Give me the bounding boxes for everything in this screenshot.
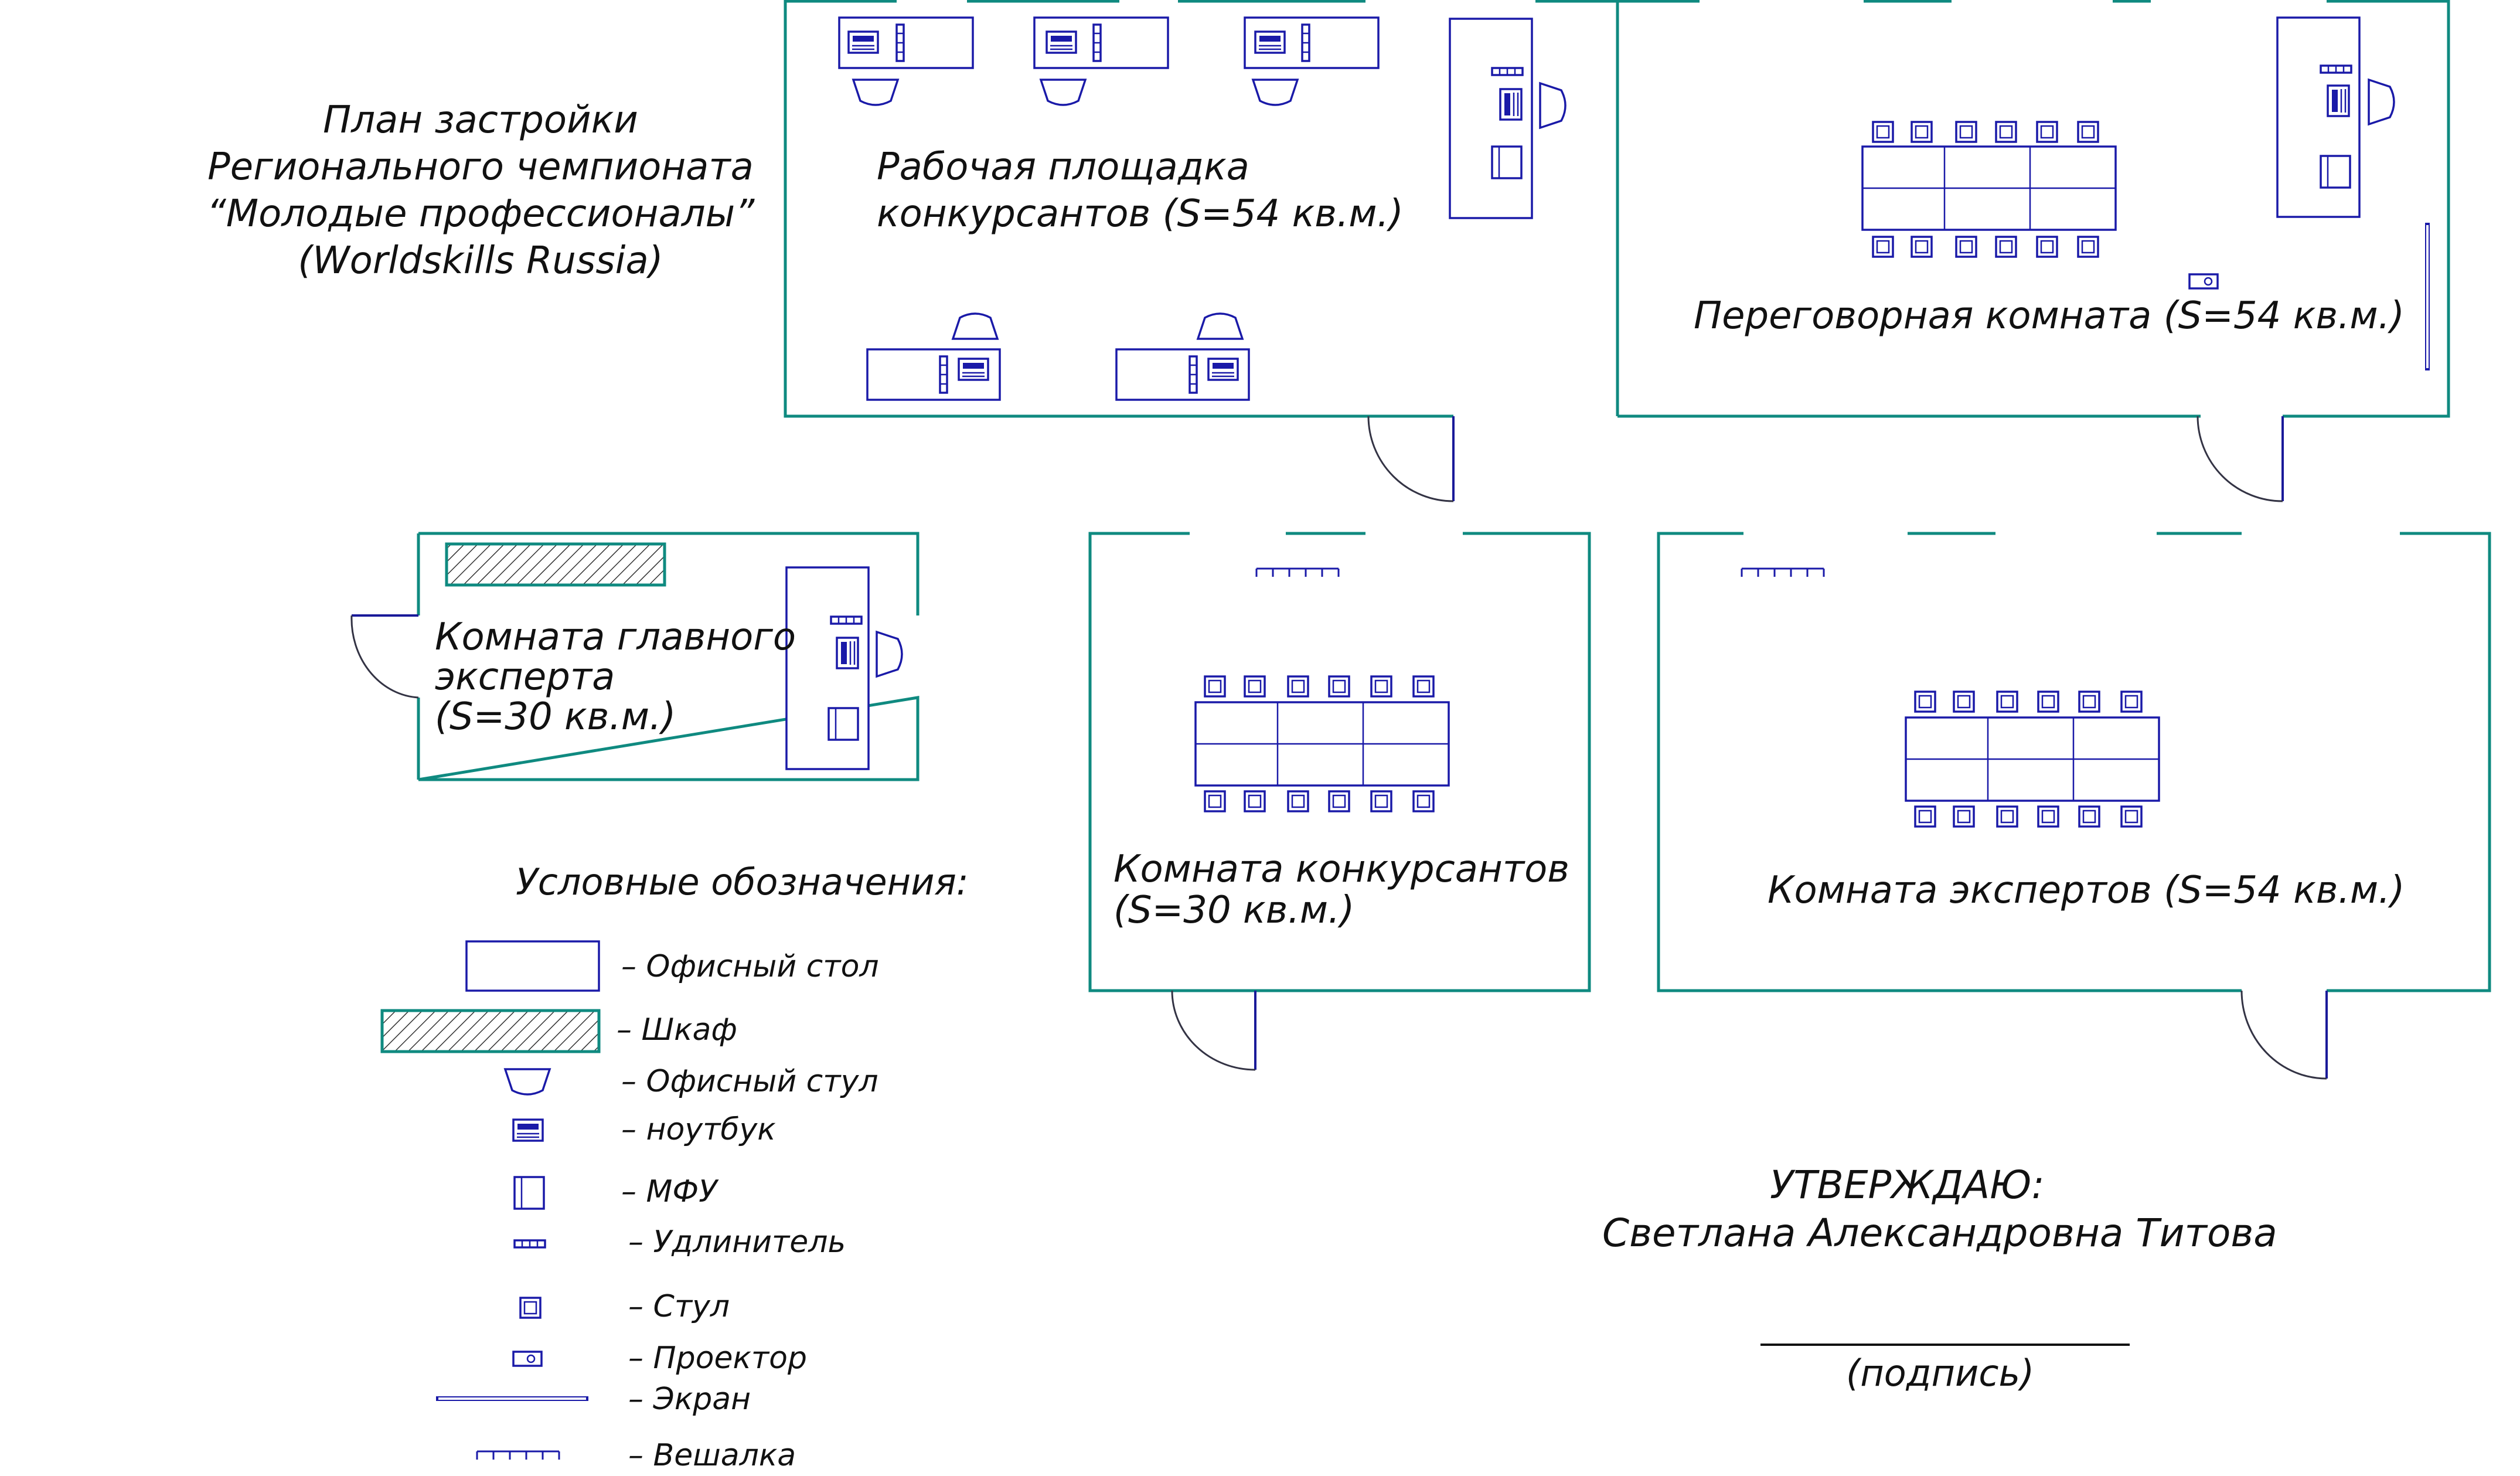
room-workspace: Рабочая площадка конкурсантов (S=54 кв.м… <box>784 0 1619 502</box>
room-walls <box>417 532 920 781</box>
cabinet <box>445 542 666 587</box>
legend-label: – Офисный стул <box>621 1064 878 1099</box>
office-desk <box>1244 16 1380 106</box>
room-walls <box>1088 532 1591 992</box>
room-meeting: Переговорная комната (S=54 кв.м.) <box>1617 0 2450 502</box>
chair-row <box>1872 121 2099 143</box>
office-desk <box>2276 16 2395 218</box>
legend: Условные обозначения: – Офисный стол – Ш… <box>380 861 969 1473</box>
svg-text:(S=30 кв.м.): (S=30 кв.м.) <box>1113 889 1354 932</box>
screen-icon <box>436 1396 588 1401</box>
legend-label: – Офисный стол <box>621 949 879 984</box>
room-walls <box>784 0 1619 418</box>
legend-label: – ноутбук <box>621 1112 776 1147</box>
svg-text:(S=30 кв.м.): (S=30 кв.м.) <box>435 695 676 739</box>
door[interactable] <box>2197 416 2284 502</box>
approval-name: Светлана Александровна Титова <box>1602 1210 2277 1256</box>
coat-rack <box>1255 567 1340 578</box>
chair-icon <box>519 1297 542 1319</box>
legend-label: – Удлинитель <box>628 1225 846 1260</box>
legend-heading: Условные обозначения: <box>516 861 969 903</box>
door[interactable] <box>1171 990 1256 1071</box>
plan-title-line-3: “Молодые профессионалы” <box>207 192 755 236</box>
approval-block: УТВЕРЖДАЮ: Светлана Александровна Титова… <box>1602 1162 2277 1395</box>
mfp-icon <box>513 1176 545 1210</box>
legend-label: – Шкаф <box>617 1012 737 1048</box>
plan-title-line-4: (Worldskills Russia) <box>298 239 663 283</box>
svg-text:Рабочая площадка: Рабочая площадка <box>877 145 1249 189</box>
projector-icon <box>512 1351 543 1367</box>
svg-text:Комната экспертов (S=54 кв.м.): Комната экспертов (S=54 кв.м.) <box>1768 869 2405 912</box>
plan-title-line-2: Регионального чемпионата <box>207 145 754 189</box>
svg-text:Переговорная комната (S=54 кв.: Переговорная комната (S=54 кв.м.) <box>1694 294 2405 338</box>
legend-label: – Экран <box>628 1382 751 1417</box>
svg-text:эксперта: эксперта <box>435 655 615 699</box>
office-desk <box>1449 18 1567 219</box>
door[interactable] <box>1367 416 1455 502</box>
room-competitors: Комната конкурсантов (S=30 кв.м.) <box>1088 532 1591 1071</box>
office-desk-icon <box>465 940 600 992</box>
legend-label: – Проектор <box>628 1341 807 1376</box>
projector <box>2188 273 2219 290</box>
meeting-table <box>1861 145 2117 231</box>
door[interactable] <box>350 614 419 699</box>
room-label: Комната главного эксперта (S=30 кв.м.) <box>435 615 796 739</box>
room-walls <box>1657 532 2491 992</box>
office-desk <box>1033 16 1169 106</box>
coat-rack-icon <box>476 1450 560 1461</box>
room-label: Комната конкурсантов (S=30 кв.м.) <box>1113 848 1569 932</box>
room-label: Переговорная комната (S=54 кв.м.) <box>1694 294 2405 338</box>
room-chief-expert: Комната главного эксперта (S=30 кв.м.) <box>350 532 920 781</box>
plan-title: План застройки Регионального чемпионата … <box>207 98 755 283</box>
room-label: Рабочая площадка конкурсантов (S=54 кв.м… <box>877 145 1404 236</box>
laptop-icon <box>512 1118 544 1142</box>
chair-row <box>1204 675 1435 698</box>
projection-screen <box>2425 223 2430 370</box>
office-desk <box>866 312 1001 401</box>
legend-label: – Стул <box>628 1289 730 1324</box>
room-experts: Комната экспертов (S=54 кв.м.) <box>1657 532 2491 1080</box>
chair-row <box>1914 691 2143 713</box>
signature-caption: (подпись) <box>1846 1352 2034 1395</box>
meeting-table <box>1194 701 1450 787</box>
legend-label: – Вешалка <box>628 1438 796 1473</box>
office-desk <box>838 16 974 106</box>
legend-label: – МФУ <box>621 1174 719 1209</box>
room-walls <box>1617 0 2450 418</box>
cabinet-icon <box>380 1009 601 1053</box>
door[interactable] <box>2240 990 2328 1080</box>
chair-row <box>1204 790 1435 812</box>
office-desk <box>1115 312 1250 401</box>
svg-text:Комната главного: Комната главного <box>435 615 796 659</box>
office-desk <box>785 566 903 770</box>
chair-row <box>1872 236 2099 258</box>
svg-text:Комната конкурсантов: Комната конкурсантов <box>1113 848 1569 891</box>
meeting-table <box>1905 716 2160 802</box>
chair-row <box>1914 805 2143 828</box>
office-chair-icon <box>504 1068 551 1096</box>
svg-text:конкурсантов (S=54 кв.м.): конкурсантов (S=54 кв.м.) <box>877 192 1404 236</box>
extension-cord-icon <box>513 1239 546 1249</box>
room-label: Комната экспертов (S=54 кв.м.) <box>1768 869 2405 912</box>
approval-heading: УТВЕРЖДАЮ: <box>1770 1162 2045 1208</box>
plan-title-line-1: План застройки <box>323 98 638 142</box>
coat-rack <box>1741 567 1825 578</box>
